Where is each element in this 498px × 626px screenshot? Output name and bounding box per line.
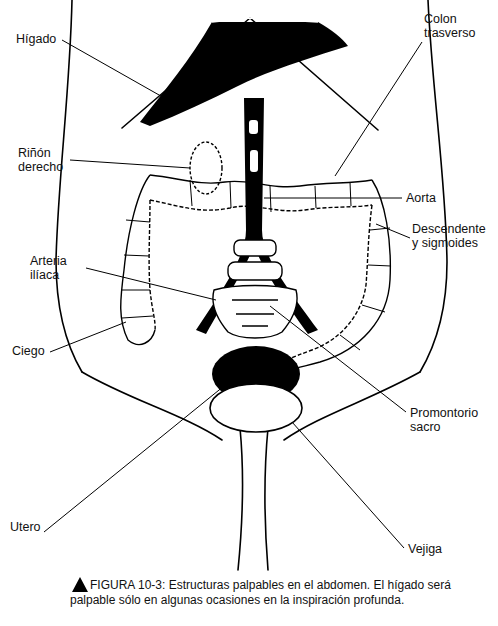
leader-line	[335, 42, 422, 176]
aorta-lumen	[250, 150, 258, 172]
leader-line	[292, 422, 404, 548]
leader-line	[62, 40, 182, 108]
vertebra	[228, 262, 282, 280]
urethra-line	[265, 428, 268, 570]
leader-line	[44, 386, 224, 532]
caption-triangle	[72, 577, 88, 592]
bladder	[210, 384, 302, 432]
leader-line	[264, 198, 402, 199]
rib-edge	[212, 18, 318, 22]
descending-colon	[288, 205, 372, 360]
leader-line	[270, 306, 406, 412]
part-label: Ciego	[12, 344, 57, 358]
groin-line	[284, 372, 420, 440]
groin-line	[82, 372, 222, 440]
part-label: Utero	[10, 520, 60, 534]
part-label: Colon trasverso	[424, 12, 486, 40]
part-label: Arteria ilíaca	[30, 254, 85, 282]
leader-line	[376, 224, 410, 238]
part-label: Aorta	[406, 191, 466, 205]
urethra-line	[238, 428, 242, 570]
figure-caption: FIGURA 10-3: Estructuras palpables en el…	[70, 578, 478, 608]
torso-outline	[56, 0, 82, 372]
kidney	[190, 142, 222, 194]
ascending-colon	[121, 175, 155, 345]
torso-outline	[420, 0, 447, 372]
sacral-lines	[232, 300, 278, 326]
leader-line	[86, 268, 216, 300]
leader-line	[70, 160, 190, 168]
part-label: Hígado	[16, 32, 86, 46]
colon-haustra	[190, 180, 351, 212]
liver	[140, 22, 348, 126]
part-label: Promontorio sacro	[410, 406, 490, 434]
ascending-colon	[149, 200, 155, 330]
part-label: Riñón derecho	[18, 146, 73, 174]
descending-colon	[290, 180, 390, 370]
part-label: Vejiga	[408, 542, 468, 556]
colon-haustra	[121, 220, 153, 318]
sacrum	[213, 286, 297, 339]
part-label: Descendente y sigmoides	[412, 222, 490, 250]
colon-haustra	[340, 228, 391, 350]
leader-line	[50, 322, 126, 352]
vertebra	[234, 240, 276, 256]
aorta-lumen	[249, 120, 258, 134]
